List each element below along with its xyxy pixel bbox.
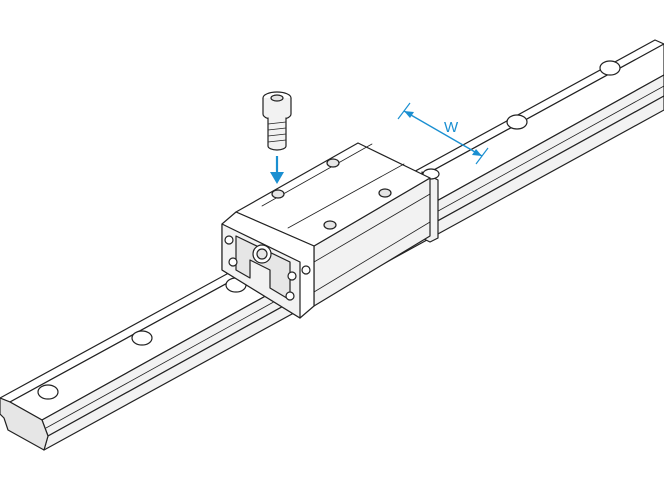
width-dimension: W — [397, 102, 489, 165]
dimension-label-w: W — [444, 119, 459, 136]
insert-arrow — [270, 156, 284, 184]
carriage-side-stripe — [313, 221, 431, 293]
mounting-bolt — [262, 91, 292, 151]
carriage-side-stripe — [313, 193, 431, 263]
carriage-block — [221, 142, 440, 319]
front-screw — [285, 291, 295, 301]
carriage-top-line — [287, 163, 405, 229]
front-screw — [228, 257, 238, 267]
rail-hole — [506, 114, 528, 130]
carriage-hole — [378, 188, 392, 198]
bolt-thread — [267, 133, 287, 137]
rail-hole — [599, 60, 621, 76]
carriage-hole — [326, 158, 340, 168]
front-screw — [224, 235, 234, 245]
side-screw — [301, 265, 311, 275]
bolt-shank — [267, 117, 287, 151]
rail-hole — [131, 330, 153, 346]
rail-end-profile — [0, 397, 49, 451]
bolt-thread — [267, 127, 287, 131]
carriage-hole — [271, 189, 285, 199]
bolt-thread — [267, 121, 287, 125]
carriage-hole — [323, 220, 337, 230]
front-grease-port-inner — [256, 248, 268, 260]
bolt-thread — [267, 139, 287, 143]
rail-hole — [37, 384, 59, 400]
front-screw — [287, 271, 297, 281]
bolt-hex-socket — [270, 94, 284, 102]
